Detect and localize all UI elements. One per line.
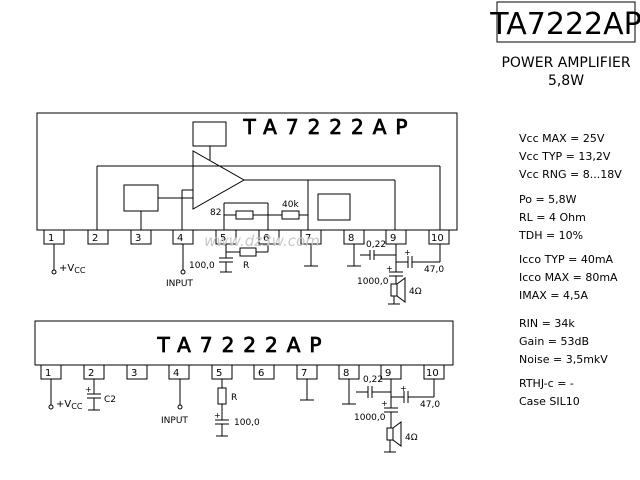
chip-top-output-block [317,193,351,221]
spec-line: RIN = 34k [519,317,575,330]
plus-bottom-2: + [214,411,221,420]
amplifier-triangle [192,150,246,210]
spec-line: Vcc RNG = 8...18V [519,168,622,181]
resistor-r-bottom-label: R [231,393,237,403]
chip-bottom-label: TA7222AP [157,333,331,357]
subtitle: POWER AMPLIFIER [501,55,630,71]
svg-text:4: 4 [173,368,179,379]
chip-top-pin-labels: 1 2 3 4 5 6 7 8 9 10 [48,233,444,244]
input-top-label: INPUT [166,279,193,289]
svg-text:6: 6 [263,233,269,244]
power-rating: 5,8W [548,73,584,89]
speaker-top-coil [390,283,398,297]
svg-text:4: 4 [177,233,183,244]
spec-line: IMAX = 4,5A [519,289,588,302]
cap-100-top-label: 100,0 [189,261,215,271]
spec-line: Gain = 53dB [519,335,589,348]
spec-line: Icco TYP = 40mA [519,253,614,266]
chip-top-body [36,112,458,231]
cap-1000-top-label: 1000,0 [357,277,389,287]
svg-text:5: 5 [216,368,222,379]
svg-text:9: 9 [390,233,396,244]
vcc-top-label: +VCC [59,263,86,275]
svg-text:1: 1 [48,233,54,244]
resistor-r-top-label: R [243,261,249,271]
speaker-bottom-label: 4Ω [405,433,418,443]
chip-bottom-pins [40,364,445,380]
spec-line: Po = 5,8W [519,193,577,206]
spec-line: Vcc MAX = 25V [519,132,605,145]
resistor-r-bottom [217,387,227,405]
svg-text:10: 10 [426,368,439,379]
resistor-82-label: 82 [210,208,221,218]
svg-text:7: 7 [305,233,311,244]
plus-bottom-4: + [400,384,407,393]
spec-line: TDH = 10% [518,229,583,242]
plus-bottom-3: + [381,399,388,408]
chip-bottom-body [34,320,454,366]
input-bottom-label: INPUT [161,416,188,426]
speaker-bottom-coil [386,427,394,441]
spec-line: RL = 4 Ohm [519,211,586,224]
c2-label: C2 [104,395,116,405]
cap-100-bottom-label: 100,0 [234,418,260,428]
cap-47-bottom-label: 47,0 [420,400,440,410]
svg-text:8: 8 [348,233,354,244]
chip-top-label: TA7222AP [243,115,417,139]
speaker-top-cone [396,277,406,303]
svg-text:10: 10 [431,233,444,244]
spec-line: Icco MAX = 80mA [519,271,618,284]
spec-line: Case SIL10 [519,395,580,408]
plus-top-2: + [404,248,411,257]
spec-line: Noise = 3,5mkV [519,353,608,366]
cap-022-top-label: 0,22 [366,240,386,250]
svg-text:3: 3 [131,368,137,379]
plus-top-1: + [386,264,393,273]
svg-text:7: 7 [301,368,307,379]
svg-text:5: 5 [220,233,226,244]
cap-022-bottom-label: 0,22 [363,375,383,385]
svg-text:9: 9 [385,368,391,379]
resistor-82 [235,210,254,220]
spec-line: RTHJ-c = - [519,377,574,390]
speaker-bottom-cone [392,421,402,447]
chip-bottom-pin-labels: 1 2 3 4 5 6 7 8 9 10 [45,368,439,379]
resistor-40k [281,210,300,220]
spec-list: Vcc MAX = 25V Vcc TYP = 13,2V Vcc RNG = … [518,132,622,408]
watermark: www.dz3w.com [204,232,320,250]
vcc-bottom-label: +VCC [56,399,83,411]
spec-line: Vcc TYP = 13,2V [519,150,611,163]
title-box [496,1,636,43]
plus-bottom-1: + [85,385,92,394]
svg-text:2: 2 [92,233,98,244]
svg-text:2: 2 [88,368,94,379]
svg-text:1: 1 [45,368,51,379]
resistor-40k-label: 40k [282,200,299,210]
cap-47-top-label: 47,0 [424,265,444,275]
chip-top-bias-block [192,121,227,147]
svg-text:8: 8 [343,368,349,379]
cap-1000-bottom-label: 1000,0 [354,413,386,423]
svg-text:6: 6 [258,368,264,379]
svg-text:3: 3 [135,233,141,244]
speaker-top-label: 4Ω [409,287,422,297]
part-number-title: TA7222AP [489,7,640,42]
chip-top-preamp-block [123,184,159,212]
